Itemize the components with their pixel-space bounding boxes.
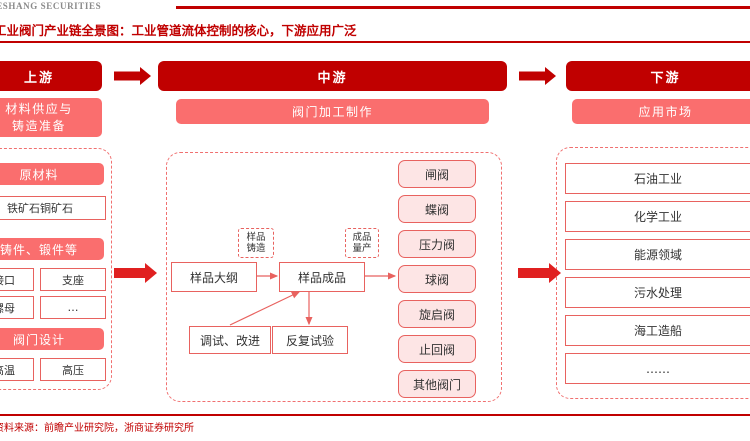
process-box-repeated-test: 反复试验 <box>272 326 348 354</box>
downstream-market-chemical: 化学工业 <box>565 201 750 232</box>
downstream-market-energy: 能源领域 <box>565 239 750 270</box>
midstream-tag-sample-casting: 样品 铸造 <box>238 228 274 258</box>
upstream-item-nut: 螺母 <box>0 296 34 319</box>
source-note: 资料来源：前瞻产业研究院，浙商证券研究所 <box>0 423 194 434</box>
sub-banner-downstream: 应用市场 <box>572 99 750 124</box>
arrow-head <box>145 263 157 283</box>
page-title: 工业阀门产业链全景图：工业管道流体控制的核心，下游应用广泛 <box>0 23 357 38</box>
upstream-item-ore: 铁矿石铜矿石 <box>0 196 106 220</box>
upstream-group-container <box>0 148 112 390</box>
sub-banner-upstream-line1: 材料供应与 <box>5 101 73 116</box>
upstream-item-high-pressure: 高压 <box>40 358 106 381</box>
sub-banner-upstream: 材料供应与 铸造准备 <box>0 98 102 137</box>
downstream-market-petroleum: 石油工业 <box>565 163 750 194</box>
midstream-group-container <box>166 152 502 402</box>
process-box-sample-finished: 样品成品 <box>279 262 365 292</box>
midstream-tag-mass-production: 成品 量产 <box>345 228 379 258</box>
tag-line1: 样品 <box>246 232 266 243</box>
arrow-right-icon-downstream-body <box>518 260 564 286</box>
brand-rule <box>176 6 750 9</box>
upstream-group-header-castings: 铸件、锻件等 <box>0 238 104 260</box>
valve-type-butterfly-valve: 蝶阀 <box>398 195 476 223</box>
tag-line1: 成品 <box>352 232 372 243</box>
process-box-sample-outline: 样品大纲 <box>171 262 257 292</box>
arrow-right-icon-midstream-to-downstream <box>519 61 557 91</box>
sub-banner-midstream: 阀门加工制作 <box>176 99 489 124</box>
upstream-item-ellipsis: … <box>40 296 106 319</box>
arrow-head <box>549 263 561 283</box>
upstream-item-support: 支座 <box>40 268 106 291</box>
upstream-group-header-raw-materials: 原材料 <box>0 163 104 185</box>
arrow-shaft <box>114 268 146 278</box>
downstream-market-ellipsis: …… <box>565 353 750 384</box>
company-logo-text: ZHESHANG SECURITIES <box>0 1 102 11</box>
sub-banner-upstream-line2: 铸造准备 <box>11 118 66 133</box>
valve-type-pressure-valve: 压力阀 <box>398 230 476 258</box>
arrow-head <box>545 67 556 85</box>
tag-line2: 量产 <box>352 243 372 254</box>
title-divider <box>0 41 750 43</box>
arrow-right-icon-upstream-body <box>114 260 160 286</box>
downstream-market-marine-shipbuilding: 海工造船 <box>565 315 750 346</box>
upstream-item-interface: 接口 <box>0 268 34 291</box>
arrow-shaft <box>114 71 141 81</box>
arrow-shaft <box>519 71 546 81</box>
footer-divider <box>0 414 750 416</box>
stage-banner-upstream: 上游 <box>0 61 102 91</box>
stage-banner-downstream: 下游 <box>566 61 750 91</box>
upstream-group-header-valve-design: 阀门设计 <box>0 328 104 350</box>
arrow-shaft <box>518 268 550 278</box>
process-box-adjust-improve: 调试、改进 <box>189 326 271 354</box>
valve-type-check-valve: 止回阀 <box>398 335 476 363</box>
tag-line2: 铸造 <box>246 243 266 254</box>
valve-type-gate-valve: 闸阀 <box>398 160 476 188</box>
valve-type-ball-valve: 球阀 <box>398 265 476 293</box>
valve-type-swing-valve: 旋启阀 <box>398 300 476 328</box>
downstream-market-sewage: 污水处理 <box>565 277 750 308</box>
valve-type-other-valves: 其他阀门 <box>398 370 476 398</box>
arrow-head <box>140 67 151 85</box>
stage-banner-midstream: 中游 <box>158 61 507 91</box>
arrow-right-icon-upstream-to-midstream <box>114 61 152 91</box>
upstream-item-high-temperature: 高温 <box>0 358 34 381</box>
